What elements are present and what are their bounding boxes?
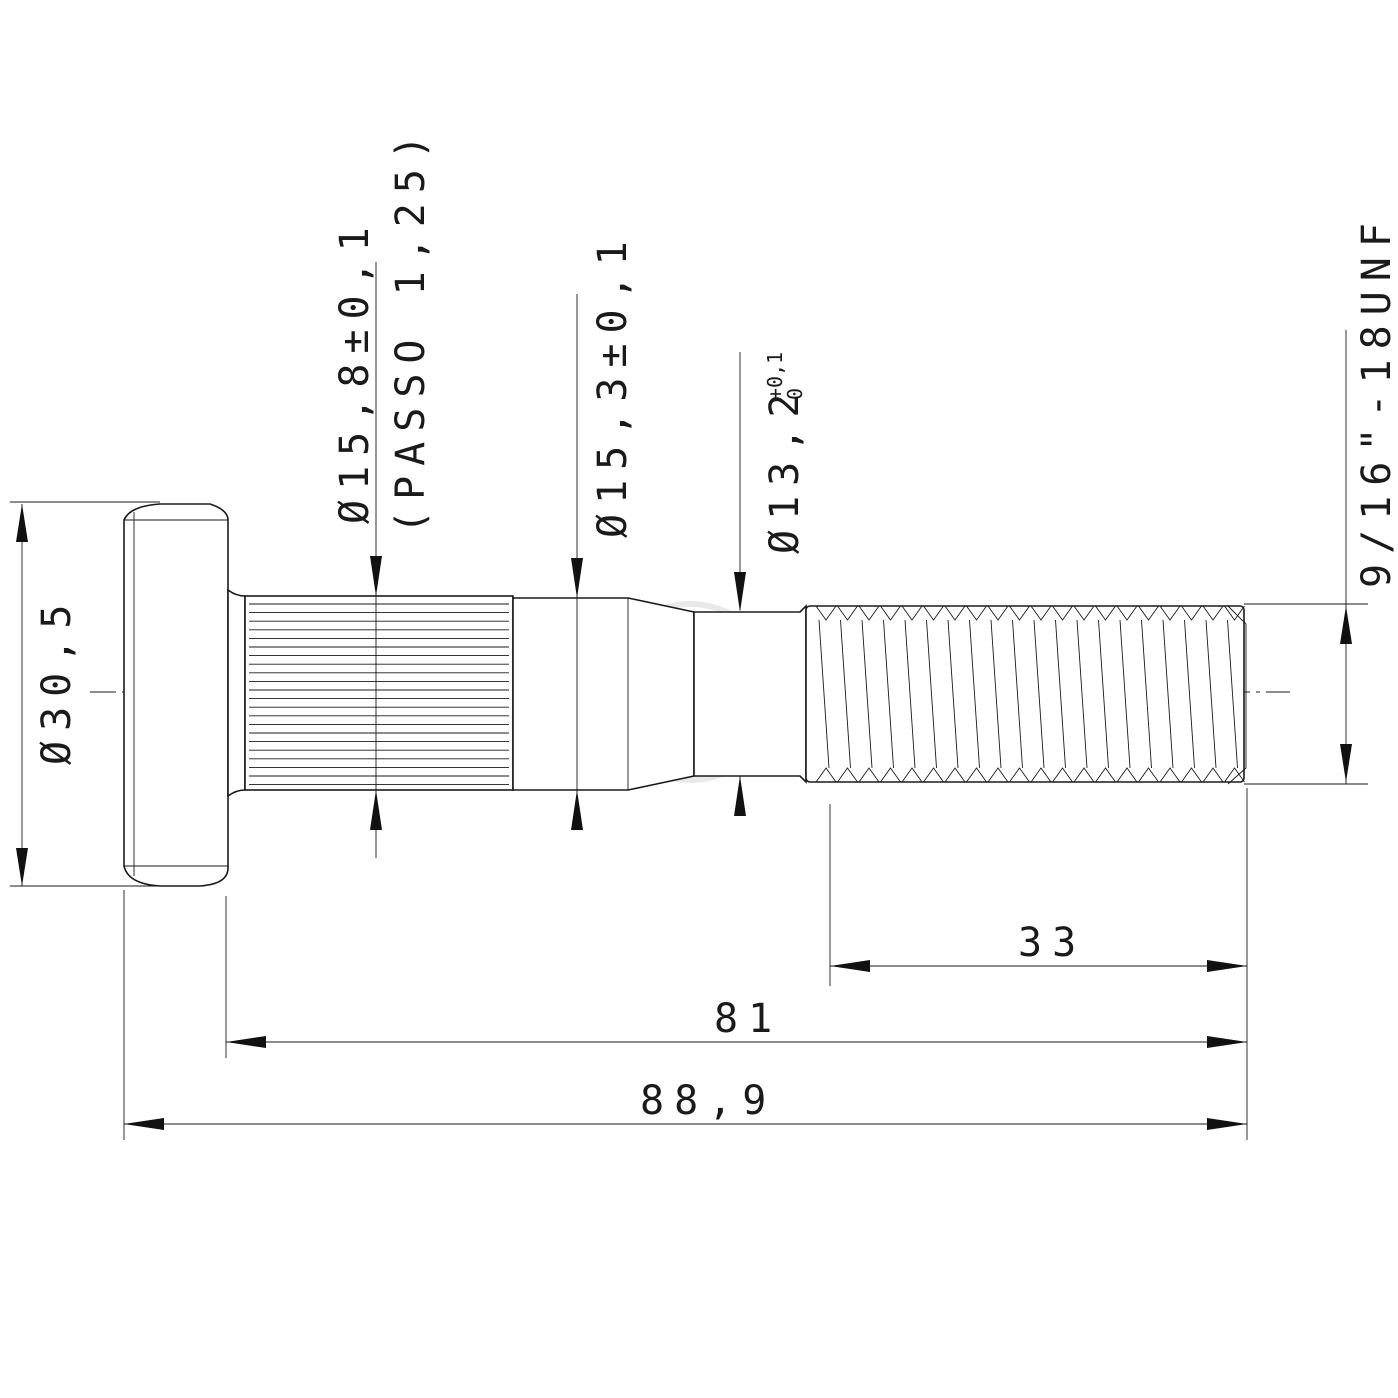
thread-tooth [1009,605,1030,783]
thread-tooth [858,605,880,783]
thread-tooth [1052,605,1073,783]
shank-length-label: 81 [714,996,782,1042]
total-length-label: 88,9 [640,1078,776,1124]
thread-tooth [1030,605,1052,783]
neck-tolerance-upper: +0,1 [763,352,787,400]
thread-tooth [1116,605,1138,783]
thread-tooth [1202,605,1224,783]
shank-diameter-label: Ø15,3±0,1 [590,231,636,538]
neck-diameter-label: Ø13,2 [762,384,808,554]
thread-tooth [923,605,944,783]
thread-tooth [1181,605,1202,783]
thread-tooth [901,605,923,783]
thread-tooth [1224,605,1245,783]
thread-tooth [1159,605,1181,783]
thread-tooth [880,605,901,783]
thread-tooth [966,605,987,783]
thread-tooth [815,605,837,783]
thread-length-label: 33 [1018,920,1086,966]
thread-tooth [837,605,858,783]
head-diameter-label: Ø30,5 [34,595,80,765]
knurled-section [244,595,514,791]
knurl-pitch-label: (PASSO 1,25) [388,125,434,534]
thread-tooth [1138,605,1159,783]
thread-tooth [1095,605,1116,783]
knurl-diameter-label: Ø15,8±0,1 [332,217,378,524]
threaded-section [805,605,1247,785]
thread-tooth [987,605,1009,783]
thread-tooth [944,605,966,783]
thread-spec-label: 9/16"-18UNF [1354,213,1398,588]
thread-tooth [1073,605,1095,783]
neck-section [693,604,807,784]
neck-tolerance-lower: 0 [783,388,807,400]
shank-section [512,597,695,791]
bolt-head [123,503,229,887]
